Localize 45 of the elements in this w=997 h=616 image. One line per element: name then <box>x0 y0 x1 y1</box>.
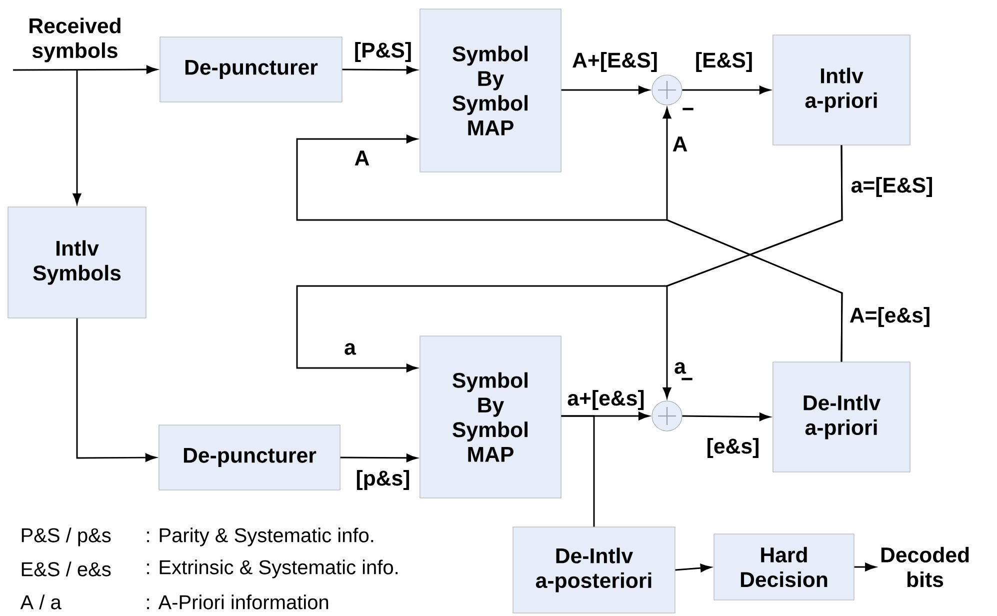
edge-label: [e&s] <box>705 436 761 460</box>
legend-text: : Parity & Systematic info. <box>147 528 374 546</box>
arrow <box>561 86 650 94</box>
arrow <box>342 66 418 74</box>
process-box: Symbol By Symbol MAP <box>420 336 562 498</box>
arrow <box>662 108 843 362</box>
edge-label: a <box>342 342 358 356</box>
legend-text: P&S / p&s <box>22 528 111 546</box>
process-box: Hard Decision <box>714 534 854 600</box>
process-box: Symbol By Symbol MAP <box>420 8 562 172</box>
summing-junction <box>652 74 682 106</box>
arrow <box>854 562 876 572</box>
process-box: De-puncturer <box>160 36 342 102</box>
output-label: Decoded bits <box>881 546 969 588</box>
process-box: De-puncturer <box>158 424 340 490</box>
summing-junction <box>652 400 682 432</box>
edge-label: a+[e&s] <box>566 388 646 412</box>
process-box: Intlv Symbols <box>8 206 146 318</box>
edge-label: [P&S] <box>352 40 414 64</box>
process-box: De-Intlv a-posteriori <box>512 526 676 614</box>
arrow <box>13 65 158 74</box>
arrow <box>682 86 770 94</box>
process-box: De-Intlv a-priori <box>772 362 910 472</box>
edge-label: Received symbols <box>18 16 132 64</box>
arrow <box>76 318 156 462</box>
arrow <box>675 564 712 572</box>
signal-label: A=[e&s] <box>850 307 930 327</box>
process-box: Intlv a-priori <box>772 34 910 146</box>
legend-text: A / a <box>20 594 62 610</box>
legend-text: : Extrinsic & Systematic info. <box>147 560 398 578</box>
edge-label: [E&S] <box>694 50 754 74</box>
signal-label: − <box>682 378 692 380</box>
arrow <box>340 454 418 462</box>
arrow <box>682 412 770 422</box>
edge-label: A <box>352 149 372 167</box>
signal-label: − <box>682 108 694 110</box>
legend-text: E&S / e&s <box>22 562 111 576</box>
edge-label: a <box>672 360 688 376</box>
arrow <box>662 145 843 398</box>
signal-label: a=[E&S] <box>851 177 932 197</box>
edge-label: A <box>670 135 690 153</box>
arrow <box>72 70 82 204</box>
edge-label: [p&s] <box>354 468 412 492</box>
legend-text: : A-Priori information <box>147 594 328 610</box>
edge-label: A+[E&S] <box>570 50 660 74</box>
